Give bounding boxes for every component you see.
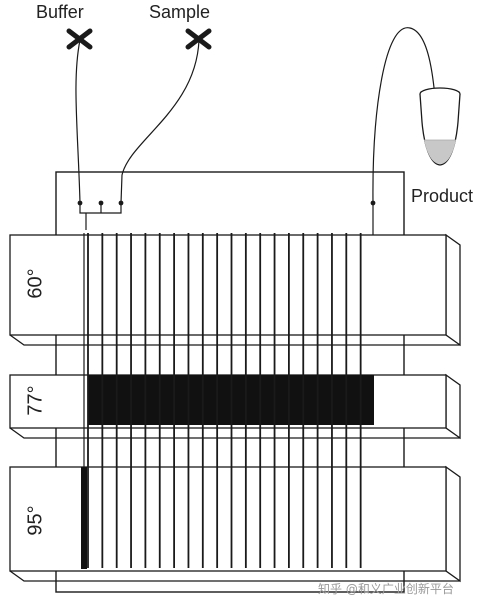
buffer-valve-icon <box>66 28 93 50</box>
inlet-channel <box>79 203 122 230</box>
zone-temp-label-95: 95° <box>24 505 47 536</box>
zone-temp-label-77: 77° <box>24 385 47 416</box>
sample-tube <box>120 39 200 204</box>
heater-block-60 <box>9 233 461 347</box>
sample-valve-icon <box>185 28 212 50</box>
zone-temp-label-60: 60° <box>24 268 47 299</box>
buffer-label: Buffer <box>36 2 84 22</box>
sample-label: Sample <box>149 2 211 22</box>
serpentine-channels <box>81 233 374 569</box>
heater-block-95 <box>9 465 461 583</box>
watermark-text: 知乎 @和义广业创新平台 <box>318 582 454 596</box>
buffer-tube <box>75 39 81 204</box>
hot-start-segment <box>81 467 87 569</box>
product-label: Product <box>411 186 474 206</box>
collection-tube-icon <box>419 87 461 166</box>
